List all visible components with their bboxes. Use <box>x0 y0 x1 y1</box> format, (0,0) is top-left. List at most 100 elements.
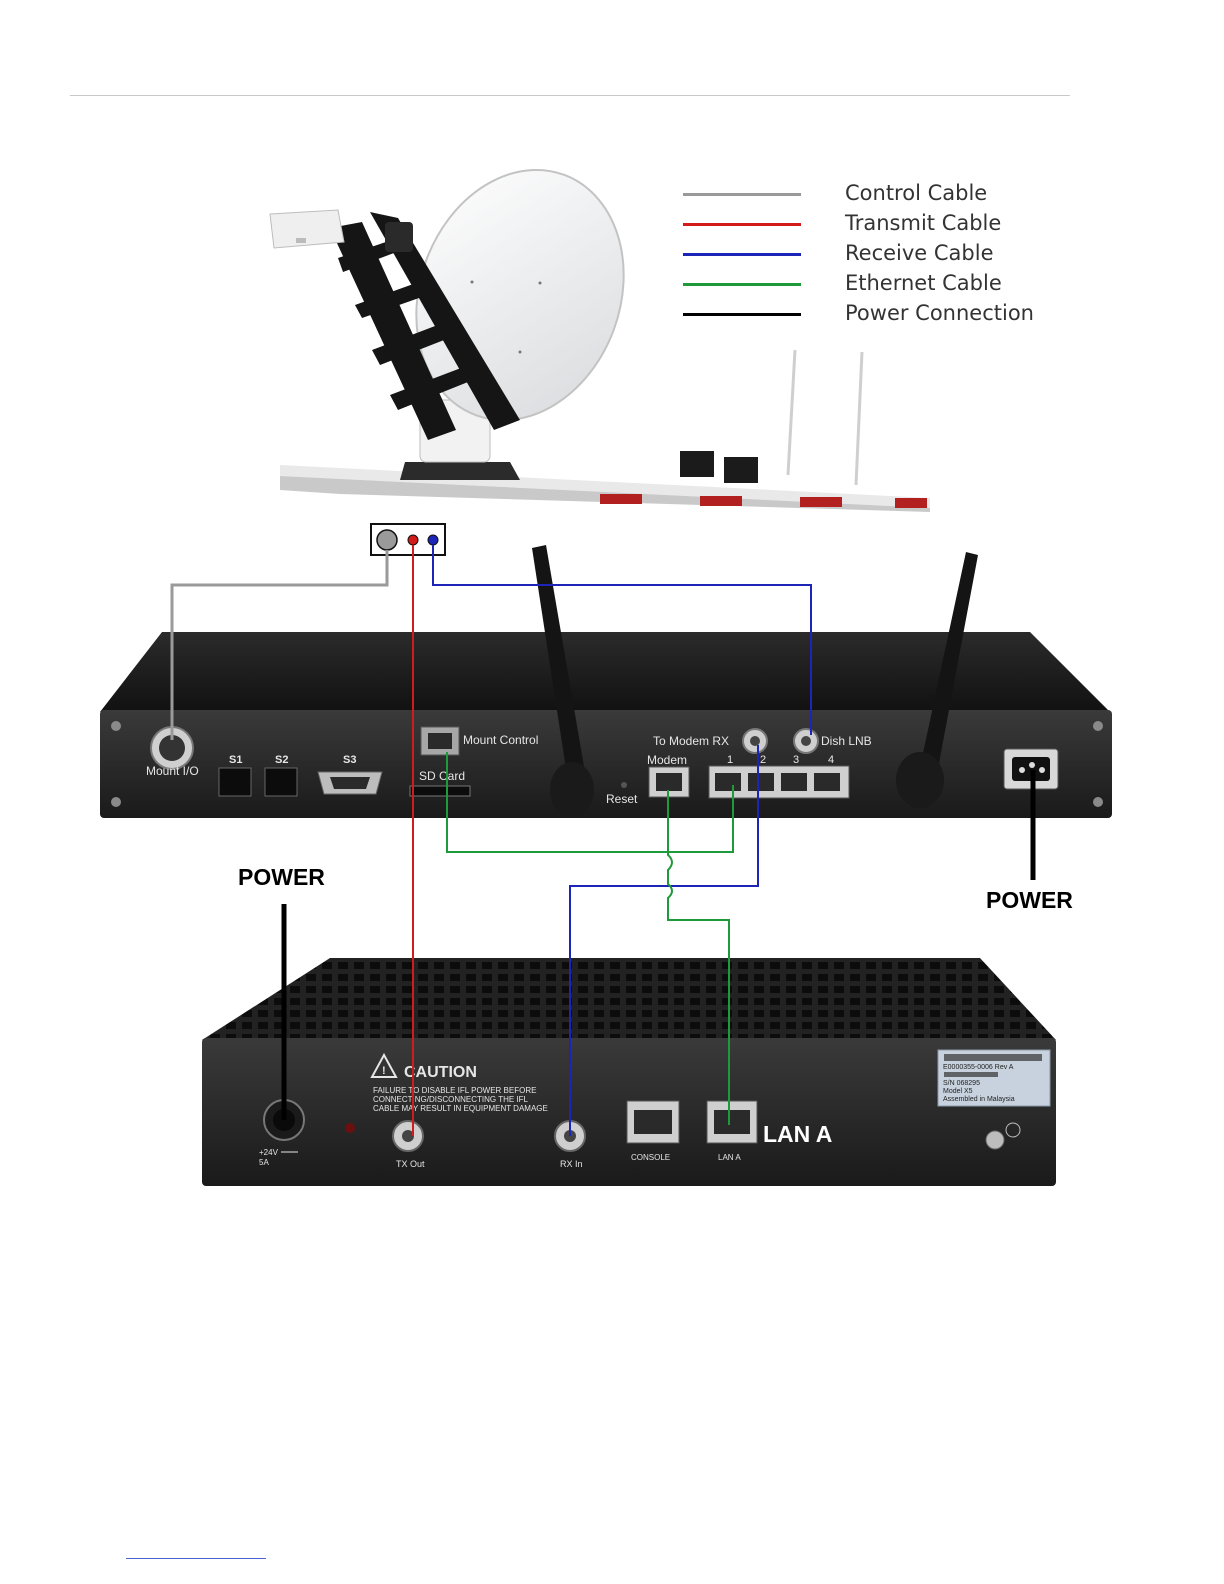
receive-connector <box>427 534 439 546</box>
satellite-modem: +24V 5A ! CAUTION FAILURE TO DISABLE IFL… <box>202 958 1056 1186</box>
switch-port-4 <box>814 773 840 791</box>
caution-line-1: FAILURE TO DISABLE IFL POWER BEFORE <box>373 1086 536 1095</box>
pedestal-base <box>400 462 520 480</box>
port-1-label: 1 <box>727 754 733 766</box>
legend-swatch-transmit <box>683 223 801 226</box>
legend-swatch-power <box>683 313 801 316</box>
caution-line-3: CABLE MAY RESULT IN EQUIPMENT DAMAGE <box>373 1104 548 1113</box>
to-modem-rx-port-inner <box>750 736 760 746</box>
plate-stripe-3 <box>800 497 842 507</box>
plate-stripe-2 <box>700 496 742 506</box>
dish-lnb-label: Dish LNB <box>821 734 872 748</box>
lan-a-callout: LAN A <box>763 1121 832 1147</box>
ground-screw <box>985 1130 1005 1150</box>
modem-ethernet-port-inner <box>656 773 682 791</box>
wifi-antenna-left <box>532 545 588 795</box>
product-label-model: Model X5 <box>943 1088 973 1095</box>
whip-antenna <box>786 349 797 476</box>
s1-port <box>218 767 252 797</box>
top-rule <box>70 95 1070 96</box>
legend-label-transmit: Transmit Cable <box>845 211 1002 235</box>
antenna-controller: Mount I/O S1 S2 S3 Mount Control SD Card… <box>100 545 1112 818</box>
sd-card-slot <box>409 785 471 797</box>
reset-pinhole <box>621 782 627 788</box>
mount-control-port-inner <box>428 733 452 749</box>
status-led <box>345 1123 355 1133</box>
switch-port-3 <box>781 773 807 791</box>
port-3-label: 3 <box>793 754 799 766</box>
sd-card-label: SD Card <box>419 769 465 783</box>
s1-label: S1 <box>229 754 242 766</box>
switch-port-1 <box>715 773 741 791</box>
transmit-connector <box>407 534 419 546</box>
s3-serial-inner <box>330 777 370 789</box>
console-label: CONSOLE <box>631 1153 670 1162</box>
mount-io-label: Mount I/O <box>146 764 199 778</box>
screw-icon <box>1093 797 1103 807</box>
mount-control-label: Mount Control <box>463 733 538 747</box>
dish-rivet <box>518 350 522 354</box>
wifi-antenna-right-base <box>896 752 944 808</box>
power-rating-voltage: +24V <box>259 1148 279 1157</box>
rx-in-label: RX In <box>560 1159 583 1169</box>
modem-top-vents <box>202 958 1056 1040</box>
warning-icon <box>370 1052 398 1078</box>
power-callout-right: POWER <box>986 887 1073 913</box>
switch-port-2 <box>748 773 774 791</box>
antenna-connector-panel <box>370 523 446 556</box>
tx-out-port-inner <box>402 1130 414 1142</box>
receive-cable-lnb <box>432 545 812 735</box>
legend-label-control: Control Cable <box>845 181 988 205</box>
caution-title: CAUTION <box>404 1064 477 1081</box>
s2-port <box>264 767 298 797</box>
whip-antenna <box>854 351 864 486</box>
controller-lid <box>100 632 1110 712</box>
dish-rivet <box>470 280 474 284</box>
ethernet-cable-mount-control <box>446 752 734 853</box>
s2-label: S2 <box>275 754 288 766</box>
power-callout-left: POWER <box>238 864 325 890</box>
lan-a-port-inner <box>714 1110 750 1134</box>
console-port-inner <box>634 1110 672 1134</box>
barcode <box>944 1054 1042 1061</box>
ground-icon <box>1005 1122 1021 1138</box>
plate-stripe-1 <box>600 494 642 504</box>
port-2-label: 2 <box>760 754 766 766</box>
legend-label-ethernet: Ethernet Cable <box>845 271 1002 295</box>
screw-icon <box>111 797 121 807</box>
port-4-label: 4 <box>828 754 834 766</box>
ethernet-cable-lan-a <box>667 790 730 1125</box>
product-label-part: E0000355-0006 Rev A <box>943 1064 1014 1071</box>
dish-lnb-port-inner <box>801 736 811 746</box>
satellite-antenna <box>269 168 930 512</box>
control-cable <box>170 550 389 740</box>
tx-out-label: TX Out <box>396 1159 425 1169</box>
svg-text:!: ! <box>382 1065 386 1077</box>
feed-horn-tab <box>296 238 306 243</box>
power-rating-current: 5A <box>259 1158 269 1167</box>
footer-link-underline[interactable] <box>126 1558 266 1559</box>
wifi-antenna-left-base <box>550 762 594 818</box>
plate-handle <box>724 457 758 483</box>
legend-swatch-receive <box>683 253 801 256</box>
wifi-antenna-right <box>916 552 978 790</box>
caution-line-2: CONNECTING/DISCONNECTING THE IFL <box>373 1095 529 1104</box>
controller-power-inlet-inner <box>1012 757 1050 781</box>
modem-port-label: Modem <box>647 753 687 767</box>
to-modem-rx-label: To Modem RX <box>653 734 729 748</box>
s3-label: S3 <box>343 754 356 766</box>
legend-swatch-control <box>683 193 801 196</box>
control-connector <box>376 529 398 551</box>
receive-cable-modem <box>569 745 759 1136</box>
product-label-serial: S/N 068295 <box>943 1080 980 1087</box>
plate-handle <box>680 451 714 477</box>
lan-a-small-label: LAN A <box>718 1153 741 1162</box>
screw-icon <box>111 721 121 731</box>
dish-rivet <box>538 281 542 285</box>
mount-io-port-inner <box>159 735 185 761</box>
plate-stripe-4 <box>895 498 927 508</box>
product-label-origin: Assembled in Malaysia <box>943 1096 1015 1103</box>
feed-arm <box>330 212 520 440</box>
legend-label-power: Power Connection <box>845 301 1034 325</box>
